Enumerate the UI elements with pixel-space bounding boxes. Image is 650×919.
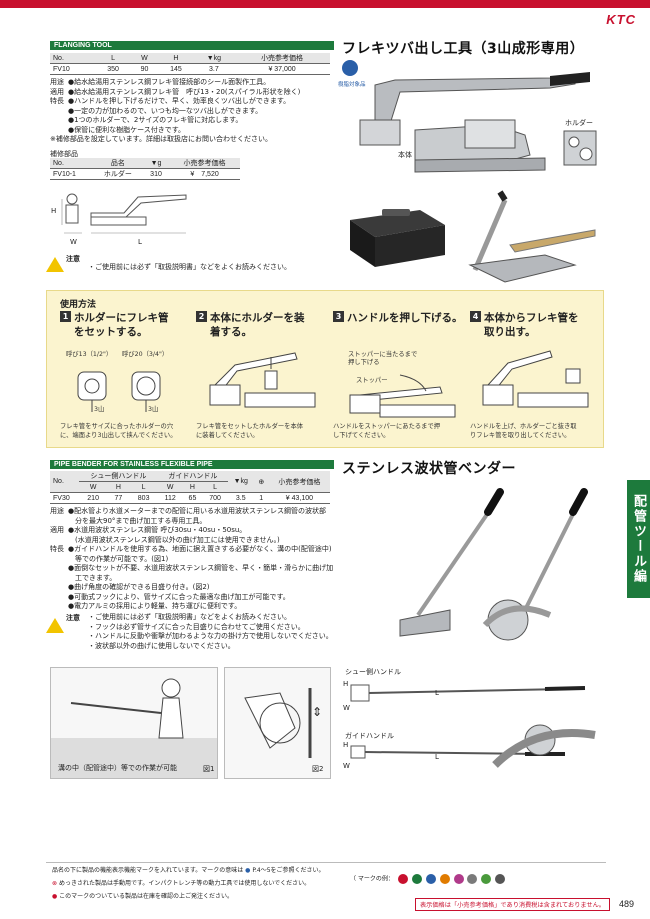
label-guide-handle: ガイドハンドル <box>345 732 394 740</box>
description-flanging: 用途●給水給湯用ステンレス鋼フレキ管接続部のシール面製作工具。 適用●給水給湯用… <box>50 78 301 143</box>
product-title-bender: ステンレス波状管ベンダー <box>342 461 516 477</box>
brand-bar <box>0 0 650 8</box>
dim-h-label: H <box>51 207 57 215</box>
resin-caption: 樹脂対象品 <box>338 82 366 88</box>
side-tab-piping-tools[interactable]: 配管ツール編 <box>627 480 650 598</box>
step3-illustration <box>349 374 456 418</box>
shoe-dim-l: L <box>435 689 439 697</box>
case-illustration <box>350 209 445 267</box>
label-size-13: 呼び13（1/2"） <box>66 351 113 358</box>
resin-icon <box>342 60 358 76</box>
col-w: W <box>130 53 159 64</box>
label-3yama-b: 3山 <box>148 406 159 413</box>
mark-orange-icon <box>439 874 450 884</box>
description-bender: 用途●配水管より水道メーターまでの配管に用いる水道用波状ステンレス鋼管の波状部 … <box>50 507 334 610</box>
figure-2 <box>224 667 331 779</box>
label-shoe-handle: シュー側ハンドル <box>345 668 401 676</box>
pipe-bender-illustration <box>399 488 588 641</box>
step4-caption: ハンドルを上げ、ホルダーごと抜き取りフレキ管を取り出してください。 <box>470 423 577 439</box>
step4-illustration <box>482 350 589 408</box>
caution-label-2: 注意 <box>66 614 80 622</box>
mark-dark-icon <box>495 874 506 884</box>
mark-green-icon <box>411 874 422 884</box>
figure-1-label: 図1 <box>203 765 215 773</box>
label-3yama-a: 3山 <box>94 406 105 413</box>
figure-2-label: 図2 <box>312 765 324 773</box>
dimension-drawing-flanging <box>61 193 187 234</box>
caution-icon-2 <box>46 618 64 633</box>
brand-logo: KTC <box>606 12 636 27</box>
caution-icon <box>46 257 64 272</box>
caution-label: 注意 <box>66 255 80 263</box>
spec-table-fv30: No. シュー側ハンドル ガイドハンドル ▼kg ⊕ 小売参考価格 W H L … <box>50 471 330 504</box>
mark-leaf-icon <box>481 874 492 884</box>
flanging-tool-in-use-illustration <box>468 190 596 283</box>
col-l: L <box>95 53 131 64</box>
up-down-arrow-icon: ⇕ <box>312 705 323 719</box>
stopper-note-1: ストッパーに当たるまで <box>348 351 418 358</box>
figure-1-illustration <box>51 678 217 778</box>
shoe-handle-drawing <box>350 684 586 702</box>
flanging-tool-illustration <box>359 72 590 173</box>
stopper-note-2: 押し下げる <box>348 359 380 366</box>
guide-dim-h: H <box>343 741 349 749</box>
parts-heading: 補修部品 <box>50 150 78 158</box>
parts-table: No. 品名 ▼g 小売参考価格 FV10-1 ホルダー 310 ¥ 7,520 <box>50 158 240 180</box>
table-row: FV10 350 90 145 3.7 ¥ 37,000 <box>50 63 330 75</box>
shoe-dim-w: W <box>343 704 350 712</box>
holder-illustration <box>563 130 597 166</box>
col-no: No. <box>50 53 96 64</box>
bender-in-use-illustration <box>492 724 596 768</box>
figure-1 <box>50 667 218 779</box>
col-kg: ▼kg <box>193 53 235 64</box>
label-body: 本体 <box>398 151 412 159</box>
mark-blue-icon <box>425 874 436 884</box>
footer-divider <box>46 862 606 863</box>
footer-note-3: ● このマークのついている製品は在庫を確認の上ご発注ください。 <box>52 893 233 900</box>
usage-heading: 使用方法 <box>60 300 97 310</box>
dim-l-label: L <box>138 238 142 246</box>
caution-list-bender: ・ご使用前には必ず「取扱説明書」などをよくお読みください。 ・フックは必ず管サイ… <box>88 613 333 650</box>
guide-dim-w: W <box>343 762 350 770</box>
col-h: H <box>158 53 194 64</box>
section-bar-flanging: FLANGING TOOL <box>50 41 334 50</box>
price-notice: 表示価格は「小売参考価格」であり消費税は含まれておりません。 <box>414 898 610 911</box>
step2-caption: フレキ管をセットしたホルダーを本体に装着してください。 <box>196 423 304 439</box>
section-bar-bender: PIPE BENDER FOR STAINLESS FLEXIBLE PIPE <box>50 460 334 469</box>
caution-text: ・ご使用前には必ず「取扱説明書」などをよくお読みください。 <box>88 263 291 271</box>
stopper-label: ストッパー <box>356 377 388 384</box>
shoe-dim-h: H <box>343 680 349 688</box>
step3-caption: ハンドルをストッパーにあたるまで押し下げてください。 <box>333 423 441 439</box>
label-size-20: 呼び20（3/4"） <box>122 351 169 358</box>
step1-caption: フレキ管をサイズに合ったホルダーの穴に、端面より3山出して挟んでください。 <box>60 423 177 439</box>
mark-grey-icon <box>467 874 478 884</box>
dim-w-label: W <box>70 238 77 246</box>
guide-dim-l: L <box>435 753 439 761</box>
table-row: FV30 210 77 803 112 65 700 3.5 1 ¥ 43,10… <box>50 492 330 504</box>
table-row: FV10-1 ホルダー 310 ¥ 7,520 <box>50 168 240 180</box>
plating-icon: ⊗ <box>52 880 58 887</box>
spec-table-fv10: No. L W H ▼kg 小売参考価格 FV10 350 90 145 3.7… <box>50 53 330 75</box>
mark-purple-icon <box>453 874 464 884</box>
label-holder: ホルダー <box>565 119 593 127</box>
col-price: 小売参考価格 <box>234 53 330 64</box>
step2-illustration <box>209 352 316 408</box>
stock-icon: ● <box>52 893 58 900</box>
info-icon: ● <box>245 867 251 874</box>
figure-1-caption: 溝の中（配管途中）等での作業が可能 <box>58 764 177 772</box>
product-title-flanging: フレキツバ出し工具（3山成形専用） <box>342 41 585 57</box>
mark-examples: （ マークの例： <box>350 874 506 884</box>
footer-note-2: ⊗ めっきされた製品は手動用です。インパクトレンチ等の動力工具では使用しないでく… <box>52 880 311 887</box>
figure-2-illustration <box>244 688 312 758</box>
footer-note-1: 品名の下に製品の機能表示機能マークを入れています。マークの意味は ● P.4～5… <box>52 867 325 874</box>
step1-illustration <box>77 371 161 412</box>
page-number: 489 <box>618 899 634 909</box>
mark-red-icon <box>397 874 408 884</box>
